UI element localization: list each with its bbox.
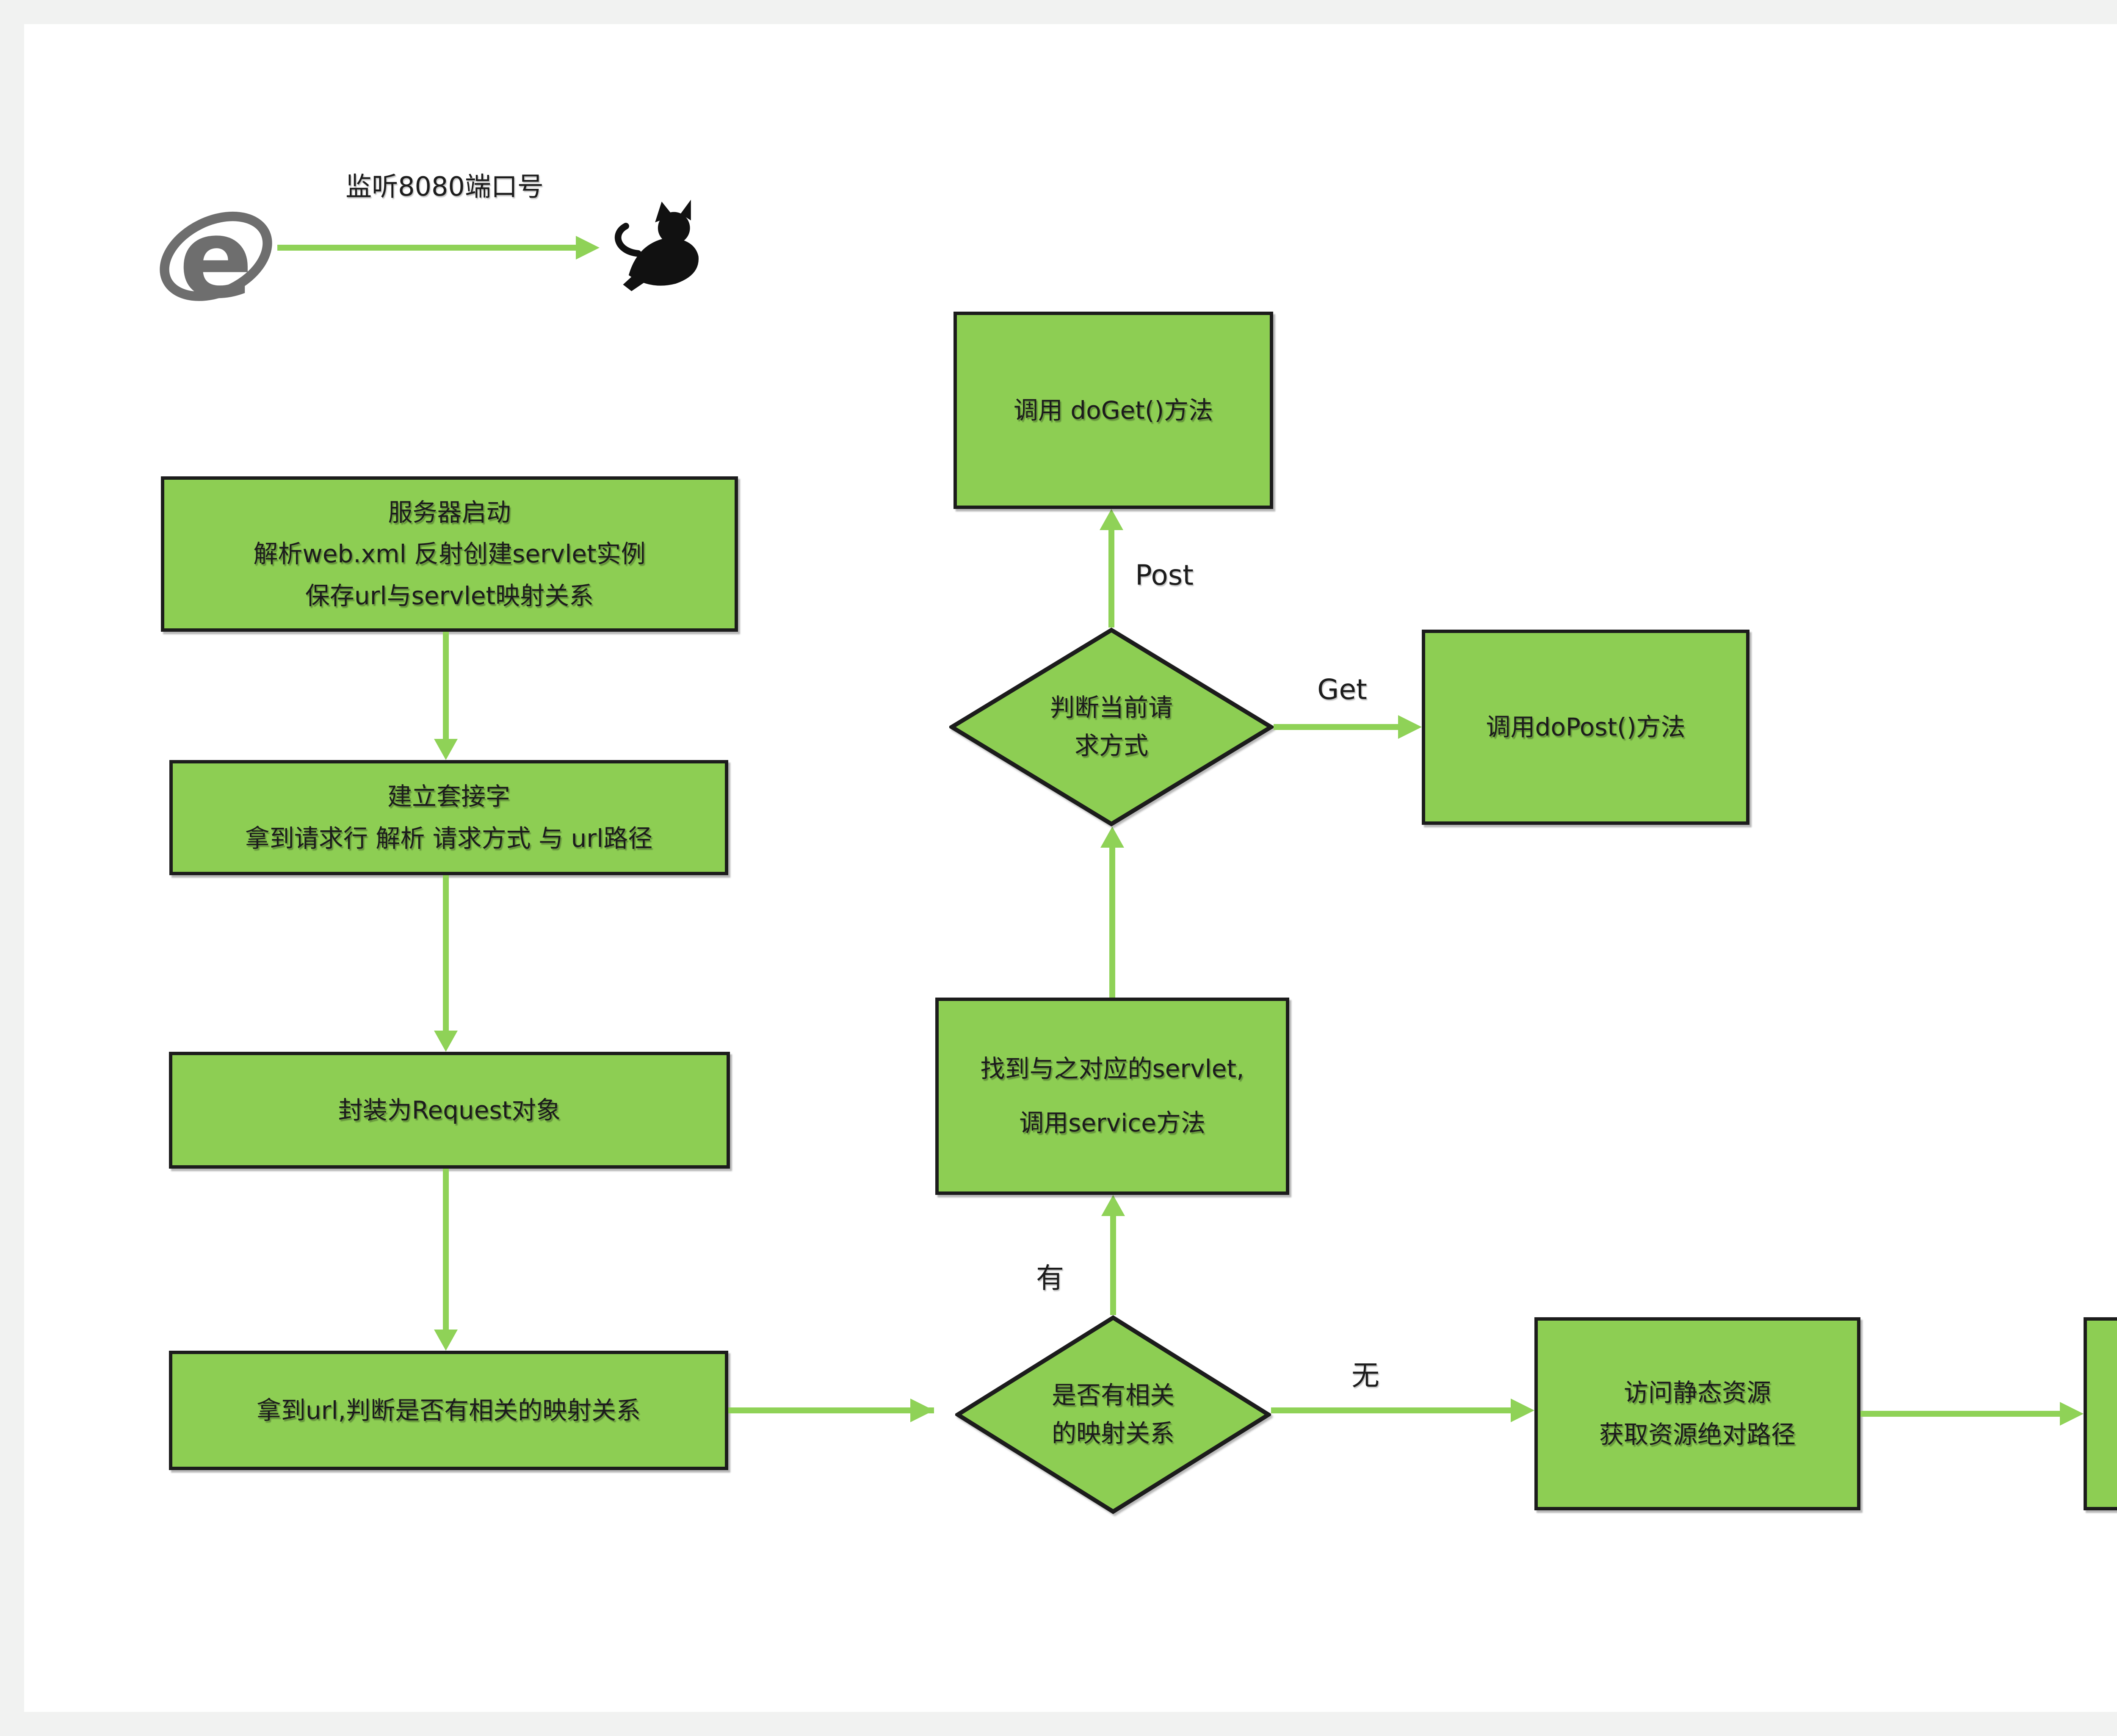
edge-judge-dopost-stem <box>1274 724 1401 730</box>
node-judge-method: 判断当前请 求方式 <box>949 628 1274 827</box>
edge-judge-doget-stem <box>1108 530 1114 628</box>
node-line: 判断当前请 <box>1050 693 1173 722</box>
edge-label-get: Get <box>1317 673 1367 706</box>
node-line: 建立套接字 <box>387 782 510 811</box>
edge-geturl-mapping-arrowhead <box>910 1399 934 1422</box>
node-line: 拿到url,判断是否有相关的映射关系 <box>256 1396 641 1425</box>
listen-port-label: 监听8080端口号 <box>345 171 544 202</box>
node-line: 解析web.xml 反射创建servlet实例 <box>253 539 646 569</box>
edge-servlet-judge-arrowhead <box>1100 827 1124 848</box>
node-line: 调用 doGet()方法 <box>1013 395 1213 425</box>
node-line: 求方式 <box>1074 731 1148 760</box>
node-socket: 建立套接字 拿到请求行 解析 请求方式 与 url路径 <box>169 760 728 875</box>
edge-mapping-servlet-arrowhead <box>1101 1195 1125 1216</box>
edge-browser-tomcat-stem <box>277 245 576 251</box>
tomcat-icon <box>615 199 699 291</box>
node-line: 拿到请求行 解析 请求方式 与 url路径 <box>245 824 653 853</box>
node-request-object: 封装为Request对象 <box>169 1052 730 1169</box>
node-get-url: 拿到url,判断是否有相关的映射关系 <box>169 1351 728 1470</box>
edge-geturl-mapping-stem <box>728 1407 934 1413</box>
node-line: 封装为Request对象 <box>338 1095 561 1125</box>
edge-socket-request-stem <box>443 875 449 1031</box>
node-has-mapping: 是否有相关 的映射关系 <box>955 1315 1271 1514</box>
node-response-output: 通过Response输出静 态资源 <box>2084 1317 2117 1510</box>
edge-mapping-servlet-stem <box>1110 1216 1116 1315</box>
edge-label-yes: 有 <box>1036 1262 1064 1294</box>
edge-judge-doget-arrowhead <box>1100 509 1123 530</box>
edge-start-socket-arrowhead <box>434 739 458 760</box>
edge-servlet-judge-stem <box>1109 848 1115 998</box>
node-do-get: 调用 doGet()方法 <box>953 312 1273 509</box>
node-line: 的映射关系 <box>1051 1419 1175 1448</box>
node-line: 找到与之对应的servlet, <box>980 1054 1244 1084</box>
node-line: 调用doPost()方法 <box>1486 713 1686 742</box>
edge-socket-request-arrowhead <box>434 1031 458 1052</box>
edge-mapping-static-stem <box>1271 1407 1513 1413</box>
edge-browser-tomcat-arrowhead <box>576 236 600 260</box>
edge-judge-dopost-arrowhead <box>1398 715 1422 739</box>
edge-request-geturl-arrowhead <box>434 1330 458 1351</box>
node-line: 调用service方法 <box>1019 1108 1205 1137</box>
ie-browser-icon: e <box>160 196 272 313</box>
node-line: 是否有相关 <box>1051 1381 1175 1410</box>
node-has-mapping-shape <box>955 1315 1271 1514</box>
node-line: 获取资源绝对路径 <box>1599 1420 1796 1449</box>
node-find-servlet: 找到与之对应的servlet, 调用service方法 <box>935 998 1289 1195</box>
edge-static-response-arrowhead <box>2060 1402 2084 1426</box>
node-line: 服务器启动 <box>388 498 511 527</box>
edge-label-post: Post <box>1135 559 1194 592</box>
edge-start-socket-stem <box>443 632 449 739</box>
node-static-resource: 访问静态资源 获取资源绝对路径 <box>1534 1317 1860 1510</box>
node-server-start: 服务器启动 解析web.xml 反射创建servlet实例 保存url与serv… <box>161 476 738 632</box>
node-line: 保存url与servlet映射关系 <box>305 581 594 610</box>
node-line: 访问静态资源 <box>1623 1378 1771 1407</box>
edge-mapping-static-arrowhead <box>1511 1399 1534 1422</box>
edge-label-no: 无 <box>1351 1359 1379 1392</box>
node-do-post: 调用doPost()方法 <box>1422 630 1749 825</box>
edge-request-geturl-stem <box>443 1169 449 1330</box>
node-judge-method-shape <box>949 628 1274 827</box>
edge-static-response-stem <box>1860 1411 2062 1417</box>
